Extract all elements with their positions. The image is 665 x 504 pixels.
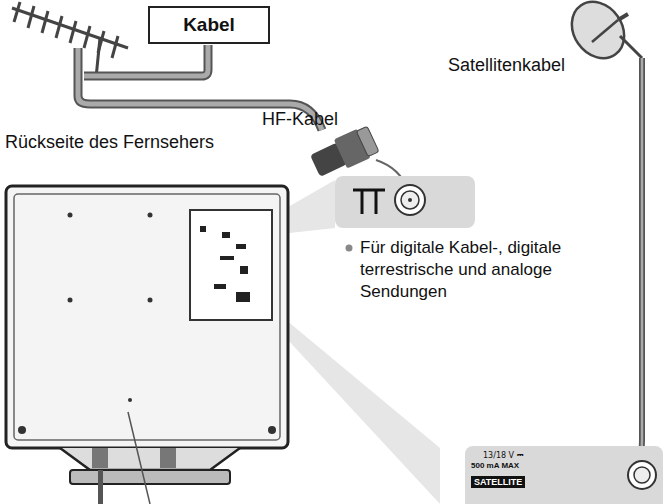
satellite-cable xyxy=(628,58,642,476)
note-text: Für digitale Kabel-, digitale terrestris… xyxy=(360,237,620,303)
satellite-socket-panel: 13/18 V ⎓500 mA MAX SATELLITE xyxy=(465,446,663,504)
cable-label: HF-Kabel xyxy=(262,109,338,130)
satellite-socket xyxy=(625,458,659,492)
text-line: 13/18 V ⎓ xyxy=(471,451,657,461)
cable-box: Kabel xyxy=(148,6,270,44)
leader-lines xyxy=(98,412,150,504)
antenna xyxy=(12,2,128,78)
node-text: SATELLITE xyxy=(471,476,525,488)
text-line: SATELLITE xyxy=(471,471,657,489)
node-text: 500 mA MAX xyxy=(471,461,657,471)
cable-label: Satellitenkabel xyxy=(446,55,567,76)
satellite-cable xyxy=(628,58,642,476)
antenna-socket-panel xyxy=(335,176,475,228)
antenna-input-symbol xyxy=(353,190,385,214)
tv-rear xyxy=(6,186,288,484)
node-title: 13/18 V ⎓ xyxy=(483,451,657,461)
bullet xyxy=(346,245,353,252)
caption-label: Rückseite des Fernsehers xyxy=(5,132,214,153)
antenna-socket xyxy=(395,185,425,215)
text-line: 500 mA MAX xyxy=(471,461,657,471)
node-title: Kabel xyxy=(183,14,235,36)
satellite-dish xyxy=(561,0,642,68)
